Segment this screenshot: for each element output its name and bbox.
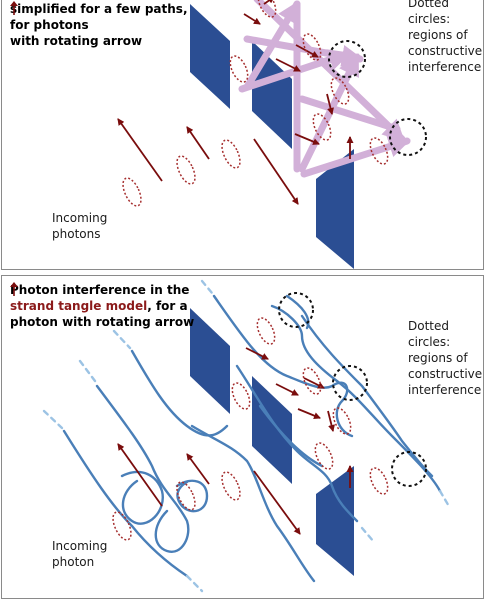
strand-fading-ends: [42, 279, 452, 593]
bottom-legend-line: regions of: [408, 351, 468, 365]
constructive-interference-circle: [332, 365, 368, 401]
beam-splitter-plate-2: [252, 41, 292, 149]
rotation-ellipses: [112, 317, 389, 541]
bottom-diagram: [42, 279, 452, 593]
top-legend-line: circles:: [408, 12, 451, 26]
bottom-legend-line: interference: [408, 383, 482, 397]
top-legend-line: regions of: [408, 28, 468, 42]
constructive-interference-circle: [389, 118, 427, 156]
beam-splitter-plate-2: [252, 376, 292, 484]
bottom-legend-line: constructive: [408, 367, 483, 381]
beam-splitter-plate-3: [316, 149, 354, 269]
top-legend-line: Dotted: [408, 0, 449, 10]
photon-arrows: [117, 347, 354, 535]
top-title: simplified for a few paths, for photons …: [10, 1, 188, 49]
bottom-incoming-label: Incoming photon: [52, 538, 107, 570]
bottom-title-line1: Photon interference in the: [10, 283, 190, 297]
small-up-arrow-icon: [10, 1, 18, 15]
photon-arrows: [117, 0, 354, 205]
beam-splitter-plate-1: [190, 4, 230, 109]
constructive-interference-circle: [391, 451, 427, 487]
bottom-title-line2: strand tangle model, for a: [10, 299, 188, 313]
beam-splitter-plate-3: [316, 466, 354, 576]
small-up-arrow-icon: [10, 282, 18, 296]
top-title-line2: for photons: [10, 18, 89, 32]
top-incoming-label: Incoming photons: [52, 210, 107, 242]
beam-splitter-plate-1: [190, 308, 230, 414]
top-legend: Dotted circles: regions of constructive …: [408, 0, 482, 75]
bottom-legend: Dotted circles: regions of constructive …: [408, 318, 482, 398]
constructive-interference-circle: [278, 292, 314, 328]
top-incoming-line: Incoming: [52, 211, 108, 225]
bottom-panel: Photon interference in the strand tangle…: [1, 275, 484, 599]
bottom-legend-line: Dotted: [408, 319, 449, 333]
top-diagram: [117, 0, 427, 269]
top-incoming-line: photons: [52, 227, 101, 241]
constructive-interference-circle: [328, 40, 366, 78]
top-legend-line: constructive: [408, 44, 483, 58]
bottom-title: Photon interference in the strand tangle…: [10, 282, 194, 330]
bottom-incoming-line: photon: [52, 555, 95, 569]
strand-tangle: [62, 294, 442, 583]
bottom-legend-line: circles:: [408, 335, 451, 349]
bottom-title-line3: photon with rotating arrow: [10, 282, 194, 330]
strand-tangle-model-term: strand tangle model: [10, 299, 148, 313]
top-legend-line: interference: [408, 60, 482, 74]
top-panel: simplified for a few paths, for photons …: [1, 0, 484, 270]
top-title-line1: simplified for a few paths,: [10, 2, 188, 16]
top-title-line3: with rotating arrow: [10, 1, 188, 49]
bottom-incoming-line: Incoming: [52, 539, 108, 553]
